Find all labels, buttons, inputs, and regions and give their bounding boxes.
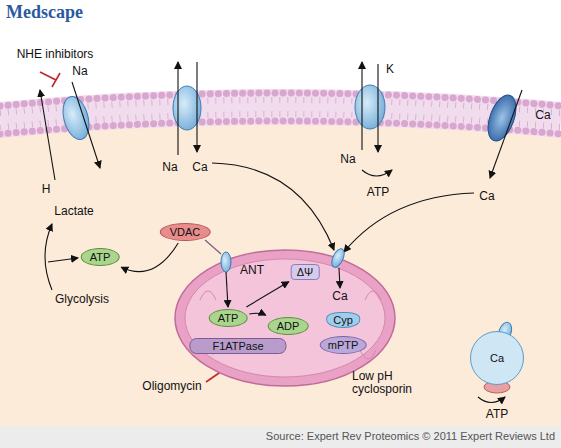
calcium-store: Ca [470,331,524,385]
text-label: NHE inhibitors [17,48,94,61]
text-label: Na [162,161,177,174]
text-label: Ca [332,290,347,303]
text-label: Oligomycin [142,380,201,393]
transporters [59,85,522,145]
node-text: mPTP [328,339,359,351]
text-label: ATP [486,408,508,421]
flow-arrow [121,243,178,272]
mitochondrion [175,240,395,386]
text-label: Ca [479,190,494,203]
adp-oval: ADP [268,317,309,335]
text-label: Source: Expert Rev Proteomics © 2011 Exp… [266,430,555,442]
vdac-channel: VDAC [160,223,211,241]
node-text: ΔΨ [297,266,314,278]
text-label: ATP [367,186,389,199]
text-label: H [42,183,51,196]
text-label: Glycolysis [55,293,109,306]
text-label: Na [340,153,355,166]
node-text: F1ATPase [212,340,263,352]
node-text: Cyp [333,314,353,326]
flow-arrow [246,282,288,307]
text-label: Lactate [54,205,93,218]
node-text: ATP [218,312,239,324]
text-label: Medscape [6,3,83,23]
text-label: Ca [535,109,550,122]
cyclophilin: Cyp [326,312,360,328]
mptp-pore: mPTP [320,336,367,354]
text-label: Ca [192,161,207,174]
text-label: ANT [240,264,264,277]
flow-arrow [249,313,265,315]
source-bar [0,426,561,448]
node-text: ADP [277,320,300,332]
node-text: VDAC [170,226,201,238]
potential-box: ΔΨ [291,264,320,280]
node-text: ATP [90,251,111,263]
atp-oval: ATP [81,248,120,266]
atp-oval: ATP [209,309,248,327]
cytosol [0,121,561,426]
flux-arrows [40,62,522,403]
text-label: Low pH cyclosporin [352,370,416,396]
node-text: Ca [490,352,504,364]
text-label: Na [72,65,87,78]
text-label: K [386,63,394,76]
f1atpase-band: F1ATPase [189,338,286,354]
